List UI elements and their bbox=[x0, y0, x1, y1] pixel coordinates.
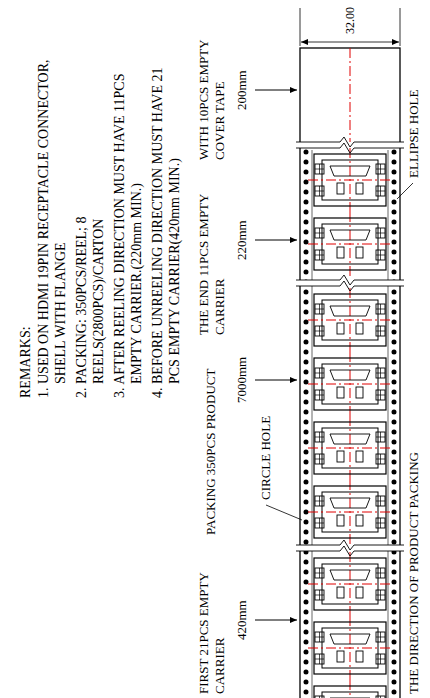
note-text: 3. AFTER REELING DIRECTION MUST HAVE 11P… bbox=[112, 48, 146, 398]
dimension-text: 420mm bbox=[234, 600, 250, 640]
section-label: WITH 10PCS EMPTY COVER TAPE bbox=[196, 4, 227, 160]
note-text: 1. USED ON HDMI 19PIN RECEPTACLE CONNECT… bbox=[36, 48, 70, 398]
dimension-text: 32.00 bbox=[343, 7, 357, 34]
section-label: THE END 11PCS EMPTY CARRIER bbox=[196, 175, 227, 335]
break-lines bbox=[296, 137, 404, 556]
section-arrows bbox=[255, 90, 297, 620]
dimension-text: 7000mm bbox=[234, 357, 250, 403]
pockets bbox=[308, 148, 392, 698]
callout-label: ELLIPSE HOLE bbox=[406, 90, 422, 178]
section-label: PACKING 350PCS PRODUCT bbox=[203, 369, 219, 535]
dimension-text: 200mm bbox=[234, 70, 250, 110]
note-text: 4. BEFORE UNREELING DIRECTION MUST HAVE … bbox=[150, 48, 184, 398]
dimension-text: 220mm bbox=[234, 220, 250, 260]
leader-lines bbox=[266, 183, 413, 520]
direction-label: THE DIRECTION OF PRODUCT PACKING bbox=[406, 452, 422, 694]
remarks-heading: REMARKS: bbox=[18, 326, 35, 398]
callout-label: CIRCLE HOLE bbox=[258, 416, 274, 500]
note-text: 2. PACKING: 350PCS/REEL; 8 REELS(2800PCS… bbox=[74, 48, 108, 398]
section-label: FIRST 21PCS EMPTY CARRIER bbox=[196, 534, 227, 694]
